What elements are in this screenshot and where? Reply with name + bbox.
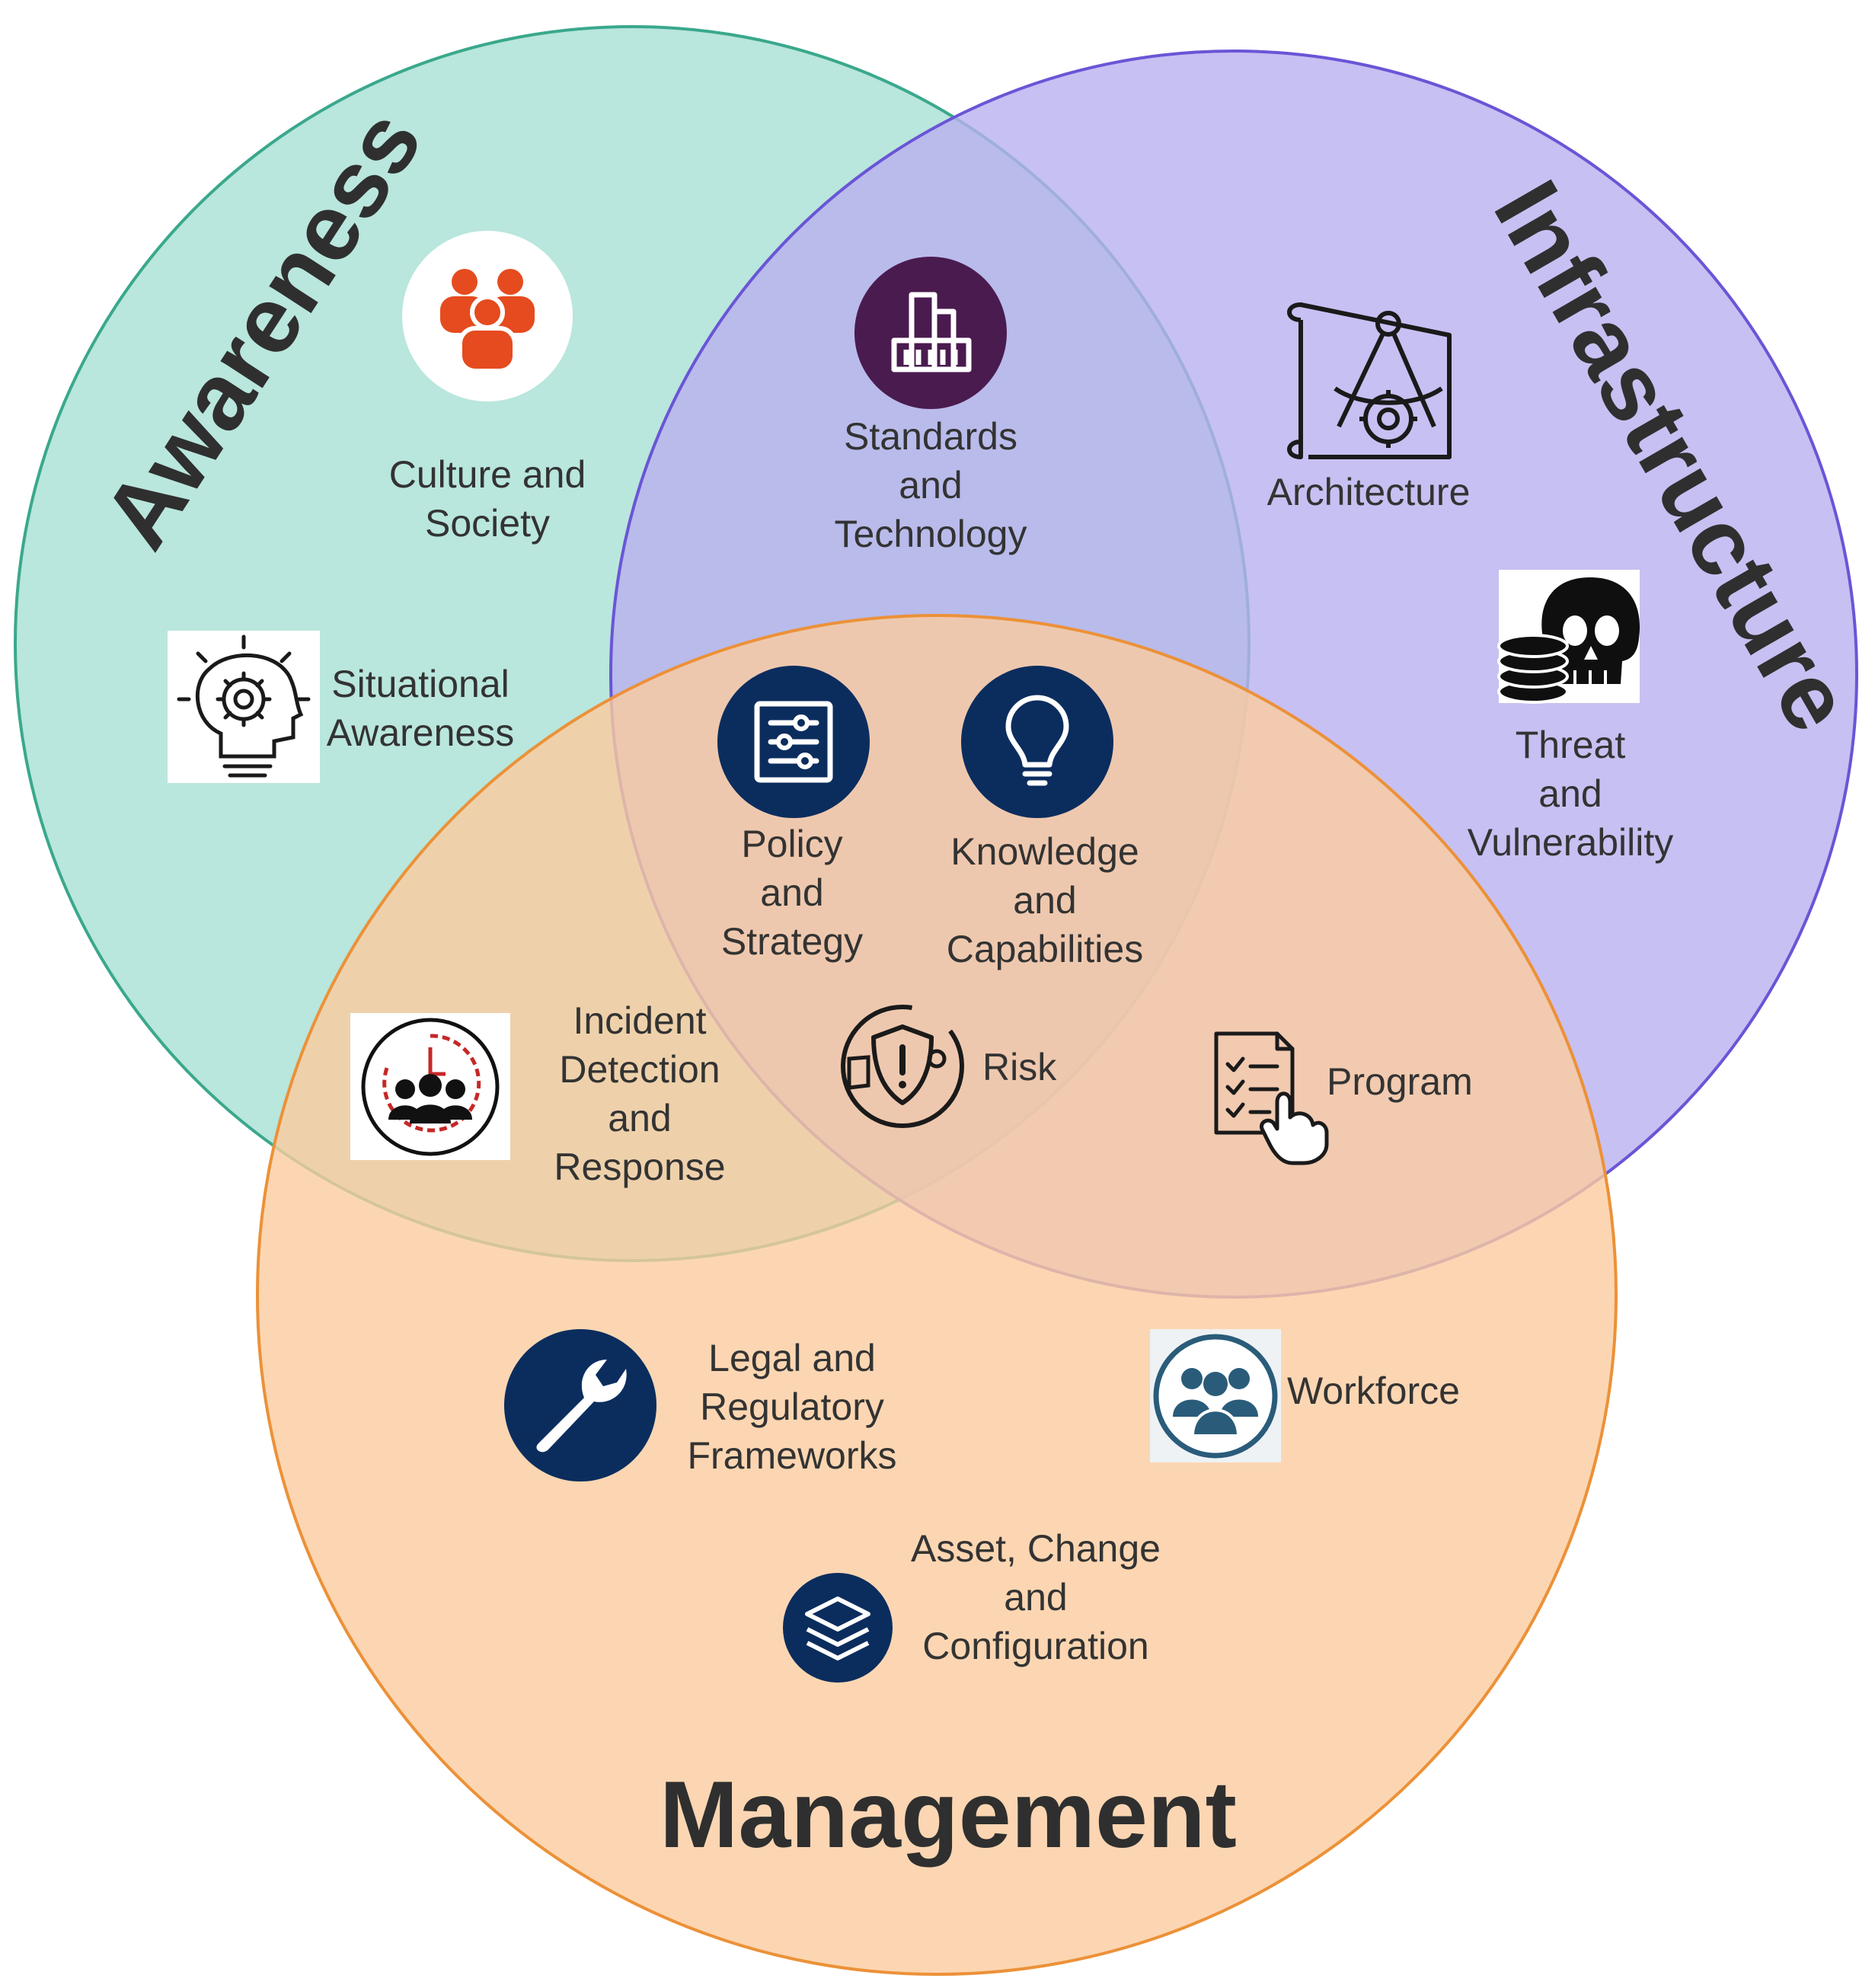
wrench-icon — [504, 1329, 656, 1481]
lightbulb-icon — [961, 666, 1113, 818]
workforce-label: Workforce — [1287, 1370, 1460, 1412]
management-label: Management — [660, 1763, 1237, 1868]
checklist-hand-icon — [1214, 1031, 1329, 1165]
risk-label: Risk — [982, 1046, 1057, 1088]
architecture-label: Architecture — [1267, 471, 1471, 513]
buildings-icon — [854, 257, 1007, 409]
workforce-icon — [1150, 1329, 1281, 1462]
layers-icon — [783, 1573, 893, 1683]
head-gear-icon — [168, 631, 320, 783]
shield-hand-icon — [841, 1005, 964, 1128]
program-label: Program — [1327, 1060, 1473, 1103]
skull-coins-icon — [1497, 570, 1640, 704]
people-group-icon — [402, 231, 573, 401]
blueprint-compass-icon — [1287, 302, 1452, 459]
management-circle — [256, 614, 1618, 1976]
policy-sliders-icon — [717, 666, 870, 818]
team-clock-icon — [350, 1013, 510, 1160]
